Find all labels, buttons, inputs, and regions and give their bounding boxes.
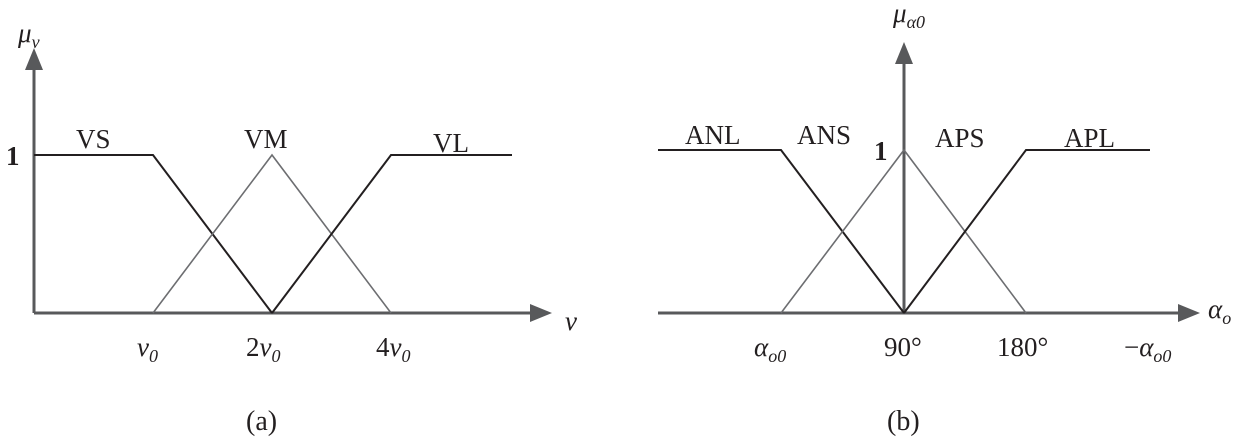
x-axis-label-a: v <box>565 306 577 336</box>
x-axis-label-b: αo <box>1208 294 1231 328</box>
mf-apl <box>903 149 1150 314</box>
set-label-aps: APS <box>935 123 985 153</box>
y-axis-label-b: μα0 <box>892 0 925 32</box>
x-axis-arrow-a <box>530 304 552 322</box>
tick-180: 180° <box>997 332 1048 362</box>
tick-alpha-o0: αo0 <box>754 332 786 366</box>
set-label-vl: VL <box>433 128 469 158</box>
caption-b: (b) <box>887 406 920 437</box>
tick-2v0: 2v0 <box>246 332 280 366</box>
tick-4v0: 4v0 <box>376 332 410 366</box>
x-axis-arrow-b <box>1178 304 1200 322</box>
set-label-ans: ANS <box>797 120 851 150</box>
level-one-a: 1 <box>6 141 20 171</box>
mf-vm <box>152 153 392 314</box>
set-label-vs: VS <box>76 124 111 154</box>
set-label-vm: VM <box>244 124 288 154</box>
panel-a: μv v 1 VS VM VL v0 2v0 4v0 (a) <box>6 18 577 437</box>
tick-neg-alpha-o0: −αo0 <box>1124 332 1171 366</box>
set-label-apl: APL <box>1064 123 1115 153</box>
tick-v0: v0 <box>137 332 158 366</box>
set-label-anl: ANL <box>685 120 741 150</box>
y-axis-label-a: μv <box>17 18 40 52</box>
mf-ans-aps <box>780 148 1027 314</box>
mf-vl <box>271 154 512 314</box>
mf-vs <box>34 154 273 314</box>
y-axis-arrow-b <box>895 42 913 64</box>
tick-90: 90° <box>884 332 922 362</box>
level-one-b: 1 <box>874 136 888 166</box>
mf-anl <box>658 149 905 314</box>
panel-b: μα0 αo 1 ANL ANS APS APL αo0 90° 180° −α… <box>658 0 1231 437</box>
caption-a: (a) <box>246 406 277 437</box>
y-axis-arrow-a <box>25 48 43 70</box>
